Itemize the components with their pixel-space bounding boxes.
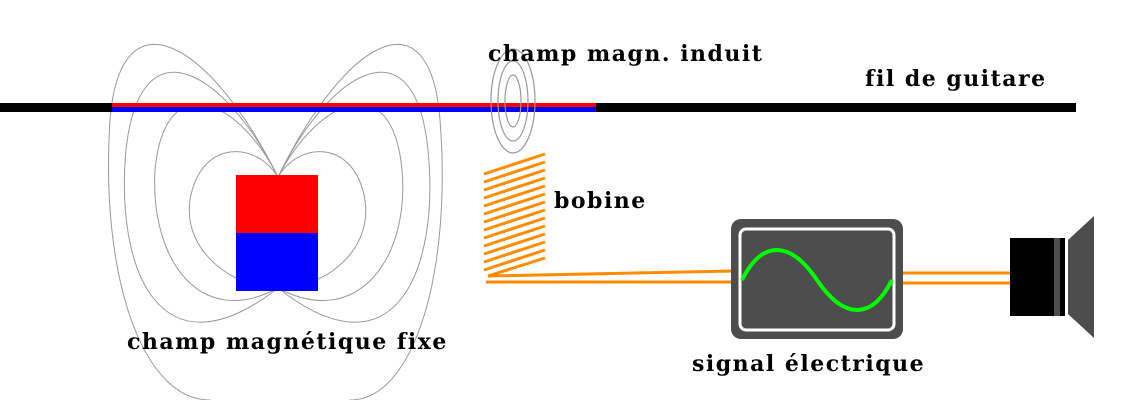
coil-icon: [483, 152, 546, 278]
coil-winding: [483, 184, 546, 208]
coil-winding: [483, 176, 546, 200]
signal-waveform: [740, 248, 894, 312]
output-wire-upper: [487, 269, 734, 278]
oscilloscope-icon: [731, 219, 903, 339]
oscilloscope-screen: [738, 227, 896, 332]
field-line: [277, 43, 443, 400]
coil-winding: [483, 224, 546, 248]
coil-winding: [483, 160, 546, 184]
coil-winding: [483, 216, 546, 240]
induced-field-lines: [490, 48, 536, 154]
label-coil: bobine: [554, 188, 647, 214]
bar-magnet-icon: [236, 175, 318, 291]
fixed-field-lines: [107, 43, 443, 400]
guitar-string: [0, 103, 1076, 112]
field-line: [154, 104, 279, 301]
label-fixed-field: champ magnétique fixe: [127, 329, 448, 355]
induced-field-loop: [497, 60, 529, 142]
speaker-cone: [1068, 216, 1094, 338]
label-guitar-string: fil de guitare: [865, 66, 1047, 92]
coil-winding: [483, 240, 546, 264]
coil-winding: [483, 200, 546, 224]
coil-winding: [483, 152, 546, 176]
coil-winding: [483, 232, 546, 256]
field-line: [123, 71, 279, 323]
coil-winding: [483, 248, 546, 272]
field-line: [107, 43, 279, 400]
field-line: [277, 71, 431, 323]
induced-field-loop: [490, 48, 536, 154]
speaker-icon: [1010, 216, 1094, 338]
coil-winding: [483, 192, 546, 216]
speaker-ring: [1060, 238, 1065, 316]
coil-winding: [483, 168, 546, 192]
string-magnetized-south: [112, 107, 596, 112]
label-induced-field: champ magn. induit: [488, 41, 763, 67]
field-line: [277, 104, 404, 301]
coil-lead: [487, 256, 546, 278]
magnet-north-pole: [236, 175, 318, 233]
coil-winding: [483, 208, 546, 232]
string-magnetized-north: [112, 103, 596, 107]
induced-field-loop: [504, 74, 522, 128]
magnet-south-pole: [236, 233, 318, 291]
speaker-magnet: [1010, 238, 1054, 316]
output-wires: [486, 269, 1012, 285]
label-signal: signal électrique: [692, 351, 925, 377]
speaker-ring: [1054, 238, 1060, 316]
